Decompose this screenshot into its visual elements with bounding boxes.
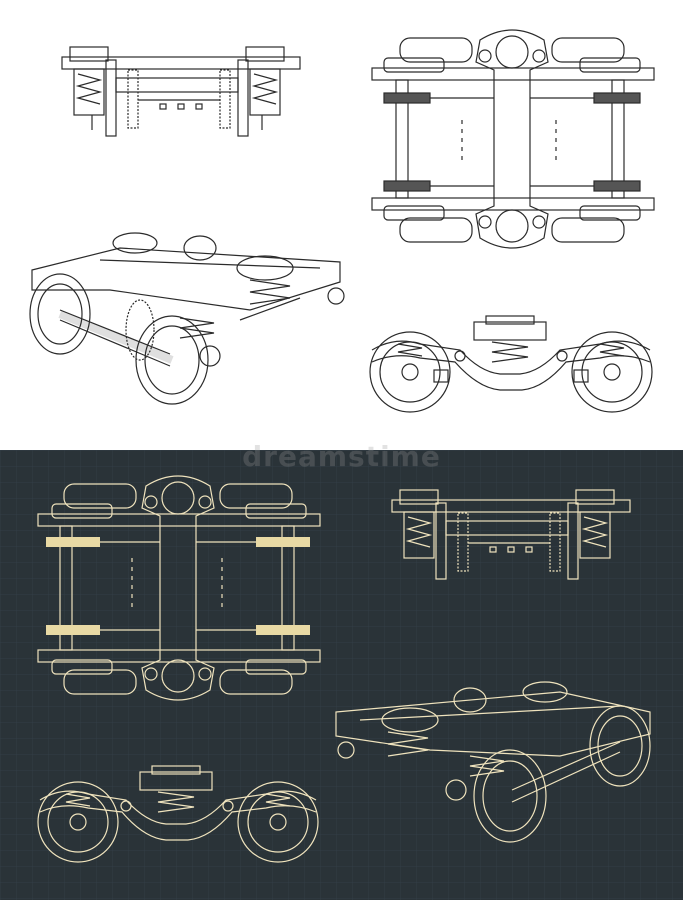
top-view-drawing — [371, 29, 655, 249]
isometric-view-drawing — [29, 232, 345, 405]
light-blueprint-panel — [29, 29, 655, 413]
side-view-drawing — [369, 315, 653, 413]
light-drawings — [29, 29, 655, 413]
dark-front-view-drawing — [391, 489, 631, 580]
dark-drawings — [0, 450, 683, 900]
dark-top-view-drawing — [37, 475, 321, 701]
dark-side-view-drawing — [37, 765, 319, 863]
dark-isometric-view-drawing — [335, 681, 651, 843]
front-view-drawing — [61, 46, 301, 137]
dark-blueprint-panel — [0, 450, 683, 900]
grid-background — [0, 450, 683, 900]
